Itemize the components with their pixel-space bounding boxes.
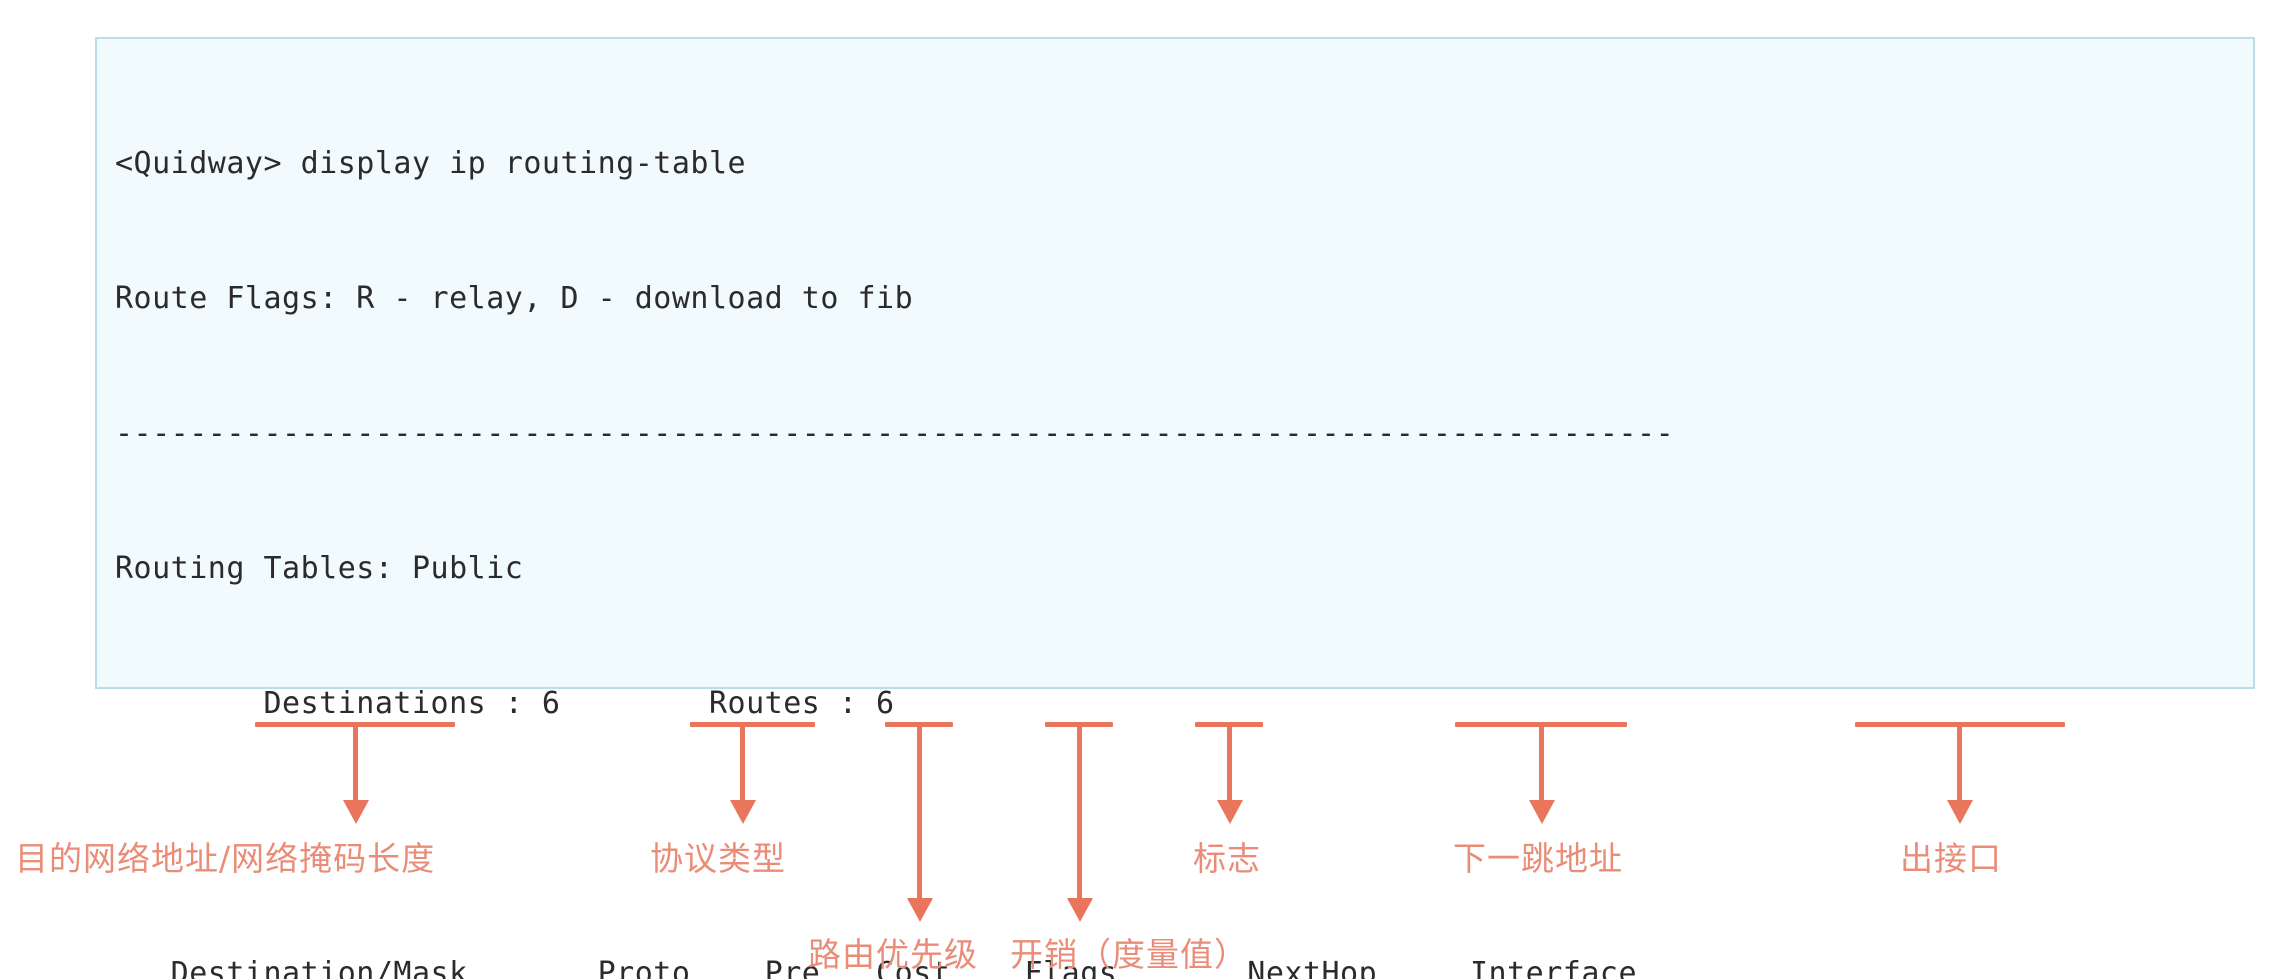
separator-rule: ----------------------------------------… <box>115 416 1675 451</box>
terminal-text-block: <Quidway> display ip routing-table Route… <box>115 51 2245 979</box>
routing-tables-scope-line: Routing Tables: Public <box>115 551 524 586</box>
table-header-row: Destination/Mask Proto Pre Cost Flags Ne… <box>115 956 1638 979</box>
route-flags-line: Route Flags: R - relay, D - download to … <box>115 281 914 316</box>
summary-counts-line: Destinations : 6 Routes : 6 <box>115 686 895 721</box>
command-prompt-line: <Quidway> display ip routing-table <box>115 146 747 181</box>
terminal-output-panel: <Quidway> display ip routing-table Route… <box>95 37 2255 979</box>
blank-spacer-1 <box>115 816 2245 861</box>
